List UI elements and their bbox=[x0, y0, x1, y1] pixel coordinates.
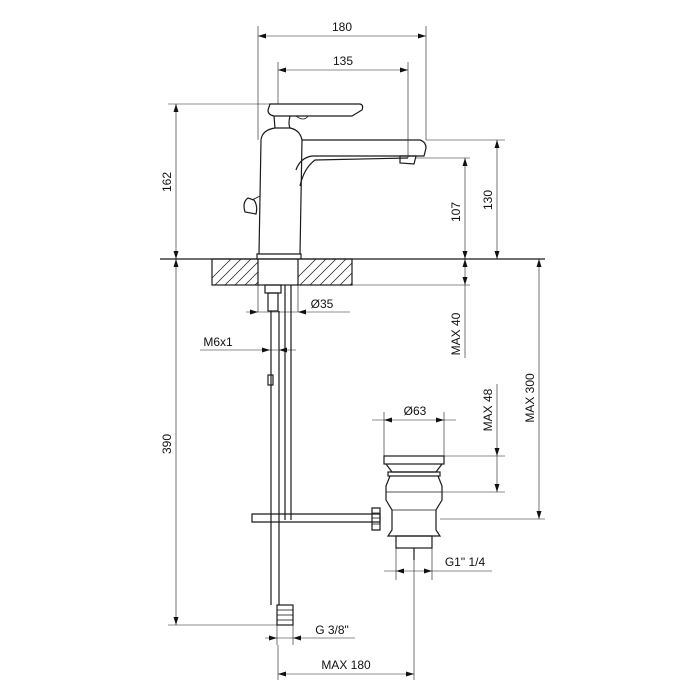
dim-max-deck-thickness: MAX 40 bbox=[449, 312, 463, 355]
dimension-labels: 180 135 162 130 107 Ø35 MAX 40 M6x1 390 … bbox=[160, 20, 537, 672]
dim-stud-thread: M6x1 bbox=[203, 335, 233, 349]
supply-hose bbox=[264, 284, 294, 626]
dim-drain-max-depth: MAX 300 bbox=[523, 373, 537, 423]
drain-waste bbox=[371, 455, 445, 560]
dim-hole-diameter: Ø35 bbox=[311, 297, 334, 311]
faucet-body bbox=[243, 103, 427, 259]
dimension-lines bbox=[168, 26, 545, 680]
dim-supply-length: 390 bbox=[160, 434, 174, 454]
dim-spout-height-b: 107 bbox=[449, 202, 463, 222]
dim-supply-thread: G 3/8" bbox=[315, 623, 349, 637]
dim-drain-max-top: MAX 48 bbox=[481, 388, 495, 431]
dim-spout-height-a: 130 bbox=[481, 190, 495, 210]
dim-max-offset: MAX 180 bbox=[321, 658, 371, 672]
dim-drain-diameter: Ø63 bbox=[404, 404, 427, 418]
deck-hatching-right bbox=[298, 259, 352, 285]
dim-drain-thread: G1" 1/4 bbox=[445, 555, 486, 569]
dim-spout-reach: 135 bbox=[333, 54, 353, 68]
dim-overall-depth: 180 bbox=[332, 20, 352, 34]
deck-hatching-left bbox=[212, 259, 258, 285]
dim-total-height: 162 bbox=[160, 172, 174, 192]
countertop-section bbox=[160, 258, 545, 286]
